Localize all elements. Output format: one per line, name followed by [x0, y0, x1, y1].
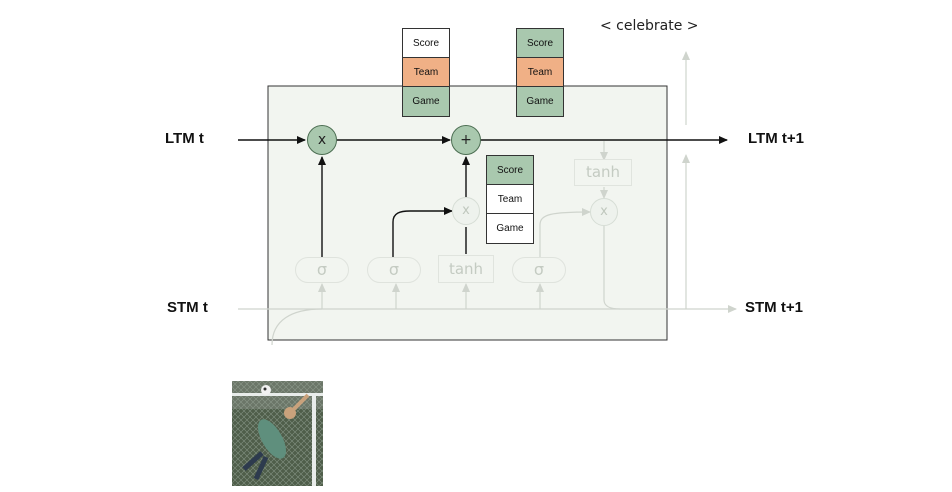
- stm-input-label: STM t: [167, 299, 208, 316]
- stm-path: [238, 51, 737, 346]
- candidate-tanh-gate: tanh: [438, 255, 494, 283]
- ltm-output-label: LTM t+1: [748, 130, 804, 147]
- forget-gate-sigmoid: σ: [295, 257, 349, 283]
- stack-cell-score: Score: [517, 29, 563, 58]
- stack-cell-team: Team: [487, 185, 533, 214]
- celebrate-output-label: < celebrate >: [600, 18, 699, 34]
- stack-cell-game: Game: [487, 214, 533, 243]
- output-multiply-node: x: [590, 198, 618, 226]
- add-node: +: [451, 125, 481, 155]
- stack-cell-game: Game: [403, 87, 449, 116]
- stack-cell-team: Team: [403, 58, 449, 87]
- stack-cell-score: Score: [487, 156, 533, 185]
- input-gate-sigmoid: σ: [367, 257, 421, 283]
- output-tanh-gate: tanh: [574, 159, 632, 186]
- stack-cell-score: Score: [403, 29, 449, 58]
- stack-cell-game: Game: [517, 87, 563, 116]
- forget-multiply-node: x: [307, 125, 337, 155]
- ltm-path: [238, 136, 728, 258]
- ltm-before-stack: Score Team Game: [402, 28, 450, 117]
- input-multiply-node: x: [452, 197, 480, 225]
- ltm-input-label: LTM t: [165, 130, 204, 147]
- ltm-after-stack: Score Team Game: [516, 28, 564, 117]
- candidate-stack: Score Team Game: [486, 155, 534, 244]
- stack-cell-team: Team: [517, 58, 563, 87]
- output-gate-sigmoid: σ: [512, 257, 566, 283]
- stm-output-label: STM t+1: [745, 299, 803, 316]
- goalkeeper-photo: [232, 381, 323, 486]
